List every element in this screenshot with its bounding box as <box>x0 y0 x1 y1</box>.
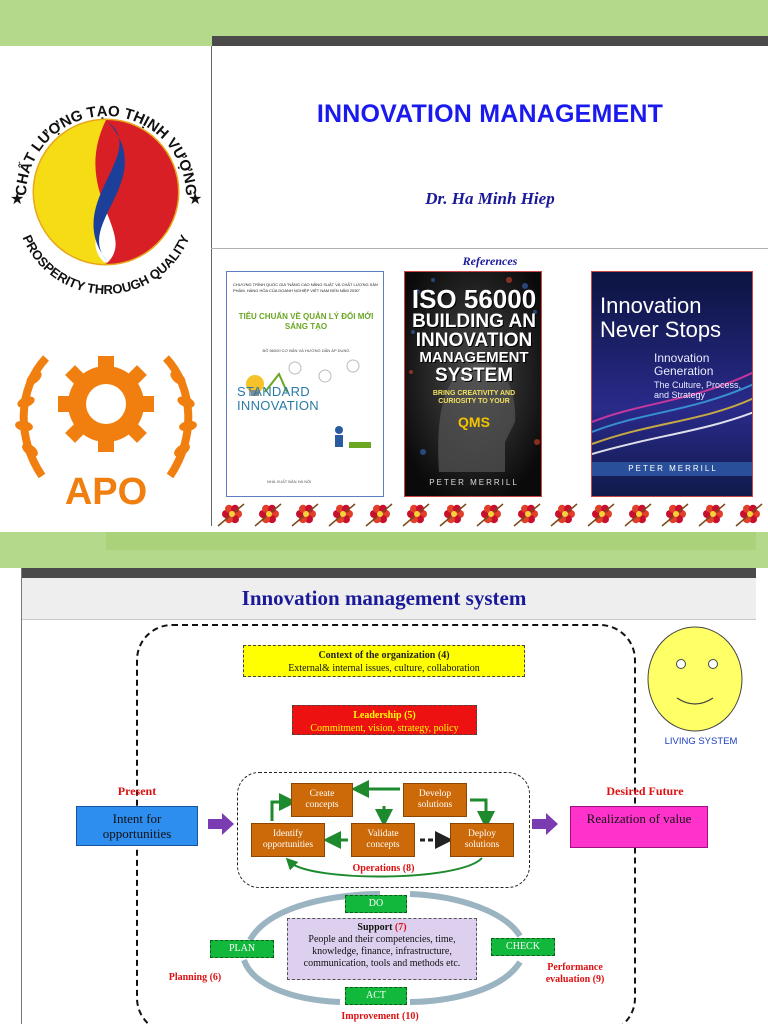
slide-innovation-management-system: Innovation management system Context of … <box>0 532 768 1024</box>
flower-icon <box>217 503 245 527</box>
book2-title-line2: BUILDING AN <box>412 311 536 332</box>
book1-cover-text: STANDARD INNOVATION <box>237 384 319 413</box>
leadership-number: (5) <box>404 710 416 721</box>
slide2-green-inner <box>106 532 756 550</box>
slide-title: CHẤT LƯỢNG TẠO THỊNH VƯỢNG PROSPERITY TH… <box>0 0 768 527</box>
book3-author: PETER MERRILL <box>592 462 752 476</box>
pdca-plan: PLAN <box>210 940 274 958</box>
book3-title: Innovation Never Stops <box>600 293 722 342</box>
slide2-title: Innovation management system <box>241 586 527 610</box>
book2-highlight: QMS <box>458 414 490 430</box>
operation-create-concepts: Create concepts <box>291 783 353 817</box>
living-system-label: LIVING SYSTEM <box>664 736 738 747</box>
flower-icon <box>365 503 393 527</box>
top-gray-bar <box>212 36 768 46</box>
book2-author: PETER MERRILL <box>429 478 519 487</box>
leadership-title: Leadership <box>353 710 402 721</box>
flower-icon <box>550 503 578 527</box>
improvement-label: Improvement (10) <box>341 1011 419 1022</box>
performance-evaluation-label: Performance evaluation (9) <box>545 962 605 985</box>
flower-icon <box>735 503 763 527</box>
book1-title: TIÊU CHUẨN VỀ QUẢN LÝ ĐỔI MỚI SÁNG TẠO <box>238 312 374 331</box>
book3-subtitle: Innovation Generation <box>654 351 714 378</box>
vertical-divider <box>211 46 212 526</box>
flower-icon <box>587 503 615 527</box>
book1-publisher: NHÀ XUẤT BẢN HÀ NỘI <box>267 479 312 484</box>
book3-tagline: The Culture, Process, and Strategy <box>654 380 742 400</box>
presentation-author: Dr. Ha Minh Hiep <box>425 189 555 208</box>
support-box: Support (7) People and their competencie… <box>287 918 477 980</box>
leadership-text: Commitment, vision, strategy, policy <box>310 723 459 734</box>
presentation-title: INNOVATION MANAGEMENT <box>316 100 664 128</box>
desired-future-label: Desired Future <box>606 784 684 798</box>
slide2-vertical-divider <box>21 568 22 1024</box>
apo-logo-text: APO <box>65 471 147 513</box>
arrow-to-realization <box>532 813 558 835</box>
book1-subtitle: BỘ 56000 CƠ BẢN VÀ HƯỚNG DẪN ÁP DỤNG <box>262 348 350 353</box>
flower-icon <box>439 503 467 527</box>
book2-title-line4: MANAGEMENT <box>419 349 529 366</box>
quality-seal-logo: CHẤT LƯỢNG TẠO THỊNH VƯỢNG PROSPERITY TH… <box>10 103 202 297</box>
realization-box: Realization of value <box>570 806 708 848</box>
intent-box: Intent for opportunities <box>76 806 198 846</box>
diagram-arrows <box>208 780 558 1005</box>
flower-icon <box>513 503 541 527</box>
apo-logo: APO <box>15 355 197 513</box>
slide2-header-band <box>22 578 756 620</box>
book2-background <box>405 272 541 496</box>
support-text: People and their competencies, time, kno… <box>303 934 461 969</box>
flower-icon <box>624 503 652 527</box>
flower-icon <box>661 503 689 527</box>
book-cover-innovation-never-stops: Innovation Never Stops Innovation Genera… <box>591 271 753 497</box>
flower-icon <box>291 503 319 527</box>
operation-deploy-solutions: Deploy solutions <box>450 823 514 857</box>
flower-icon <box>476 503 504 527</box>
leadership-box: Leadership (5) Commitment, vision, strat… <box>292 705 477 735</box>
context-title: Context of the organization <box>318 650 436 661</box>
book-cover-iso-56000: ISO 56000 BUILDING AN INNOVATION MANAGEM… <box>404 271 542 497</box>
horizontal-divider <box>211 248 768 249</box>
pdca-do: DO <box>345 895 407 913</box>
book3-background <box>592 272 752 496</box>
star-icon: ★ <box>10 191 24 208</box>
pdca-act: ACT <box>345 987 407 1005</box>
context-text: External& internal issues, culture, coll… <box>288 663 480 674</box>
references-label: References <box>462 254 518 268</box>
flower-icon <box>698 503 726 527</box>
flower-decoration-row <box>217 503 763 527</box>
book2-subtitle: BRING CREATIVITY AND CURIOSITY TO YOUR <box>432 390 516 405</box>
operations-label: Operations (8) <box>352 863 415 874</box>
slide2-gray-bar <box>22 568 756 578</box>
context-box: Context of the organization (4) External… <box>243 645 525 677</box>
smiley-face-icon <box>647 626 743 732</box>
book2-title-line3: INNOVATION <box>415 330 533 351</box>
book2-title-line1: ISO 56000 <box>411 284 537 314</box>
operation-identify-opportunities: Identify opportunities <box>251 823 325 857</box>
book1-illustration <box>246 359 360 396</box>
book1-header: CHƯƠNG TRÌNH QUỐC GIA "NÂNG CAO NĂNG SUẤ… <box>233 282 378 293</box>
operations-boundary <box>237 772 530 888</box>
present-label: Present <box>117 784 157 798</box>
book1-people-illustration <box>335 426 371 448</box>
book-cover-standard-innovation: CHƯƠNG TRÌNH QUỐC GIA "NÂNG CAO NĂNG SUẤ… <box>226 271 384 497</box>
pdca-check: CHECK <box>491 938 555 956</box>
context-number: (4) <box>437 650 450 661</box>
book2-title-line5: SYSTEM <box>434 365 514 386</box>
support-number: (7) <box>394 922 407 933</box>
book2-title: ISO 56000 BUILDING AN INNOVATION MANAGEM… <box>409 286 539 385</box>
planning-label: Planning (6) <box>168 972 222 983</box>
operation-validate-concepts: Validate concepts <box>351 823 415 857</box>
flower-icon <box>328 503 356 527</box>
support-title: Support <box>357 922 393 933</box>
flower-icon <box>402 503 430 527</box>
operation-develop-solutions: Develop solutions <box>403 783 467 817</box>
arrow-to-operations <box>208 813 234 835</box>
flower-icon <box>254 503 282 527</box>
star-icon: ★ <box>188 191 202 208</box>
